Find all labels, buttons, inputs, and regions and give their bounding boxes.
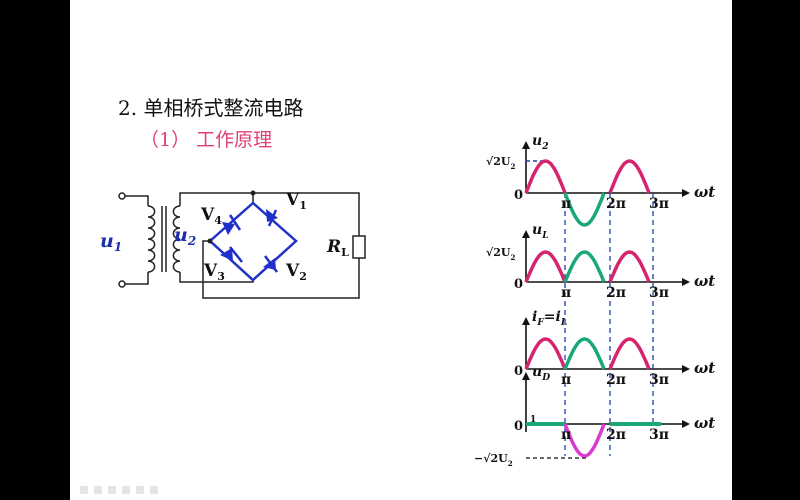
- tick-label-2-3: 3π: [649, 285, 669, 301]
- y-axis-arrow-1: [522, 141, 530, 149]
- ud-neg-peak-label: −√2U2: [474, 452, 513, 468]
- load-resistor: [352, 235, 366, 259]
- plot-label-4: uD: [532, 364, 550, 383]
- label-v1: V1: [285, 190, 307, 212]
- label-rl: RL: [326, 237, 349, 259]
- ul-hump-1: [524, 250, 567, 283]
- x-axis-label-1: ωt: [694, 183, 715, 201]
- node-left: [207, 238, 213, 244]
- diode-v4: [222, 222, 235, 235]
- label-u1: u1: [100, 230, 122, 254]
- diode-v3: [220, 248, 233, 261]
- output-top-wire: [253, 192, 360, 236]
- tick-label-4-2: 2π: [606, 427, 626, 443]
- ul-hump-2: [563, 250, 606, 283]
- y-axis-arrow-3: [522, 317, 530, 325]
- label-v4: V4: [200, 205, 222, 227]
- x-axis-arrow-3: [682, 365, 690, 373]
- tick-label-1-1: π: [561, 196, 571, 212]
- node-top: [250, 190, 256, 196]
- x-axis-arrow-1: [682, 189, 690, 197]
- u2-negative-half: [563, 192, 606, 227]
- tick-label-3-3: 3π: [649, 372, 669, 388]
- label-v2: V2: [285, 261, 307, 283]
- slide: 2. 单相桥式整流电路 （1） 工作原理: [70, 0, 732, 500]
- tick-label-4-1: π: [561, 427, 571, 443]
- if-hump-2: [563, 337, 606, 370]
- plot-label-2: uL: [532, 222, 549, 241]
- tick-label-4-3: 3π: [649, 427, 669, 443]
- tick-label-1-3: 3π: [649, 196, 669, 212]
- x-axis-arrow-2: [682, 278, 690, 286]
- x-axis-label-2: ωt: [694, 272, 715, 290]
- primary-coil: [147, 205, 156, 273]
- x-axis-label-4: ωt: [694, 414, 715, 432]
- u2-peak-label: √2U2: [486, 155, 515, 171]
- tick-label-2-2: 2π: [606, 285, 626, 301]
- waveform-diagram: 0 ωt π 2π 3π u2 0 ωt π 2π 3π uL 0 ωt π 2π 3π iF=iL 0 ωt π 2π 3…: [474, 133, 715, 468]
- origin-label-4: 0: [514, 419, 523, 434]
- primary-lead: [125, 195, 149, 285]
- if-hump-3: [608, 337, 651, 370]
- u2-positive-half-2: [608, 159, 651, 194]
- plot-label-3: iF=iL: [532, 309, 567, 328]
- y-axis-arrow-4: [522, 372, 530, 380]
- label-u2: u2: [174, 224, 196, 248]
- ud-negative-half: [563, 423, 606, 458]
- x-axis-arrow-4: [682, 420, 690, 428]
- y-axis-arrow-2: [522, 230, 530, 238]
- tick-label-1-2: 2π: [606, 196, 626, 212]
- tick-label-2-1: π: [561, 285, 571, 301]
- bridge-rectifier-circuit: u1 u2 V4 V1 V3 V2 RL: [100, 190, 366, 299]
- secondary-top-wire: [179, 192, 254, 206]
- ul-hump-3: [608, 250, 651, 283]
- diode-bridge: [208, 201, 298, 282]
- label-v3: V3: [203, 261, 225, 283]
- tick-label-3-2: 2π: [606, 372, 626, 388]
- diode-v1: [266, 209, 278, 222]
- footer-watermark: [80, 486, 158, 494]
- plot-label-1: u2: [532, 133, 549, 152]
- plot-extra-label-4: 1: [530, 415, 536, 425]
- waveform-labels: 0 ωt π 2π 3π u2 0 ωt π 2π 3π uL 0 ωt π 2π 3π iF=iL 0 ωt π 2π 3…: [474, 133, 715, 468]
- tick-label-3-1: π: [561, 372, 571, 388]
- secondary-coil: [172, 205, 181, 273]
- u2-positive-half-1: [524, 159, 567, 194]
- origin-label-3: 0: [514, 364, 523, 379]
- slide-subtitle: （1） 工作原理: [140, 129, 273, 151]
- x-axis-label-3: ωt: [694, 359, 715, 377]
- if-hump-1: [524, 337, 567, 370]
- origin-label-1: 0: [514, 188, 523, 203]
- ul-peak-label: √2U2: [486, 246, 515, 262]
- output-bottom-wire: [202, 240, 360, 299]
- origin-label-2: 0: [514, 277, 523, 292]
- waveform-curves: [524, 159, 661, 458]
- slide-title: 2. 单相桥式整流电路: [118, 96, 304, 120]
